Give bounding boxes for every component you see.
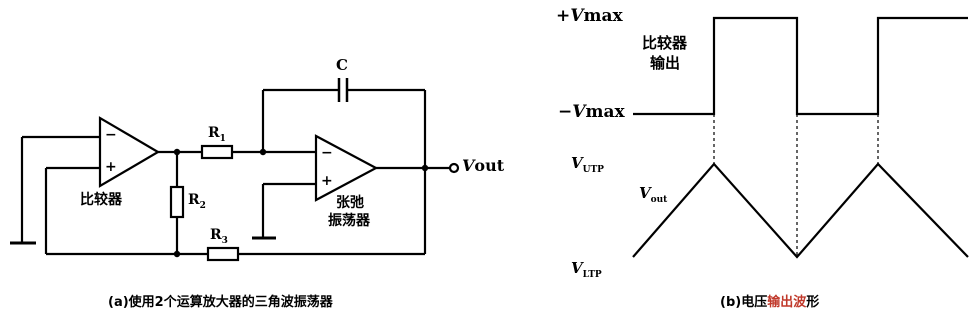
comparator-output-waveform [633,16,968,116]
integrator-plus-sign: + [321,173,333,189]
junction-dot [421,164,429,172]
junction-dot [173,148,181,156]
vutp-label: VUTP [571,154,604,175]
vltp-label: VLTP [571,259,602,280]
junction-dot [259,148,267,156]
integrator-minus-sign: − [321,145,333,161]
vout-label: Vout [639,184,668,205]
junction-dot [173,250,181,258]
resistor-r1 [200,144,234,160]
r1-label: R1 [208,125,226,144]
comparator-opamp [98,116,161,188]
r3-label: R3 [210,227,228,246]
r2-label: R2 [188,192,206,211]
vmax-negative-label: −Vmax [558,102,625,122]
output-terminal [448,162,460,174]
integrator-label-line1: 张弛 [336,195,364,211]
output-label: Vout [462,156,505,175]
comparator-output-label-line2: 输出 [650,54,681,72]
resistor-r3 [206,246,240,262]
integrator-opamp [314,134,379,202]
integrator-label-line2: 振荡器 [328,213,370,229]
resistor-r2 [169,185,185,219]
comparator-label: 比较器 [80,192,122,208]
comparator-minus-sign: − [105,127,117,143]
comparator-output-label-line1: 比较器 [642,34,688,52]
vmax-positive-label: +Vmax [556,6,623,26]
caption-b: (b)电压输出波形 [720,295,820,310]
triangle-output-waveform [632,162,969,259]
comparator-plus-sign: + [105,159,117,175]
caption-a: (a)使用2个运算放大器的三角波振荡器 [108,295,333,310]
capacitor-label: C [336,56,348,74]
